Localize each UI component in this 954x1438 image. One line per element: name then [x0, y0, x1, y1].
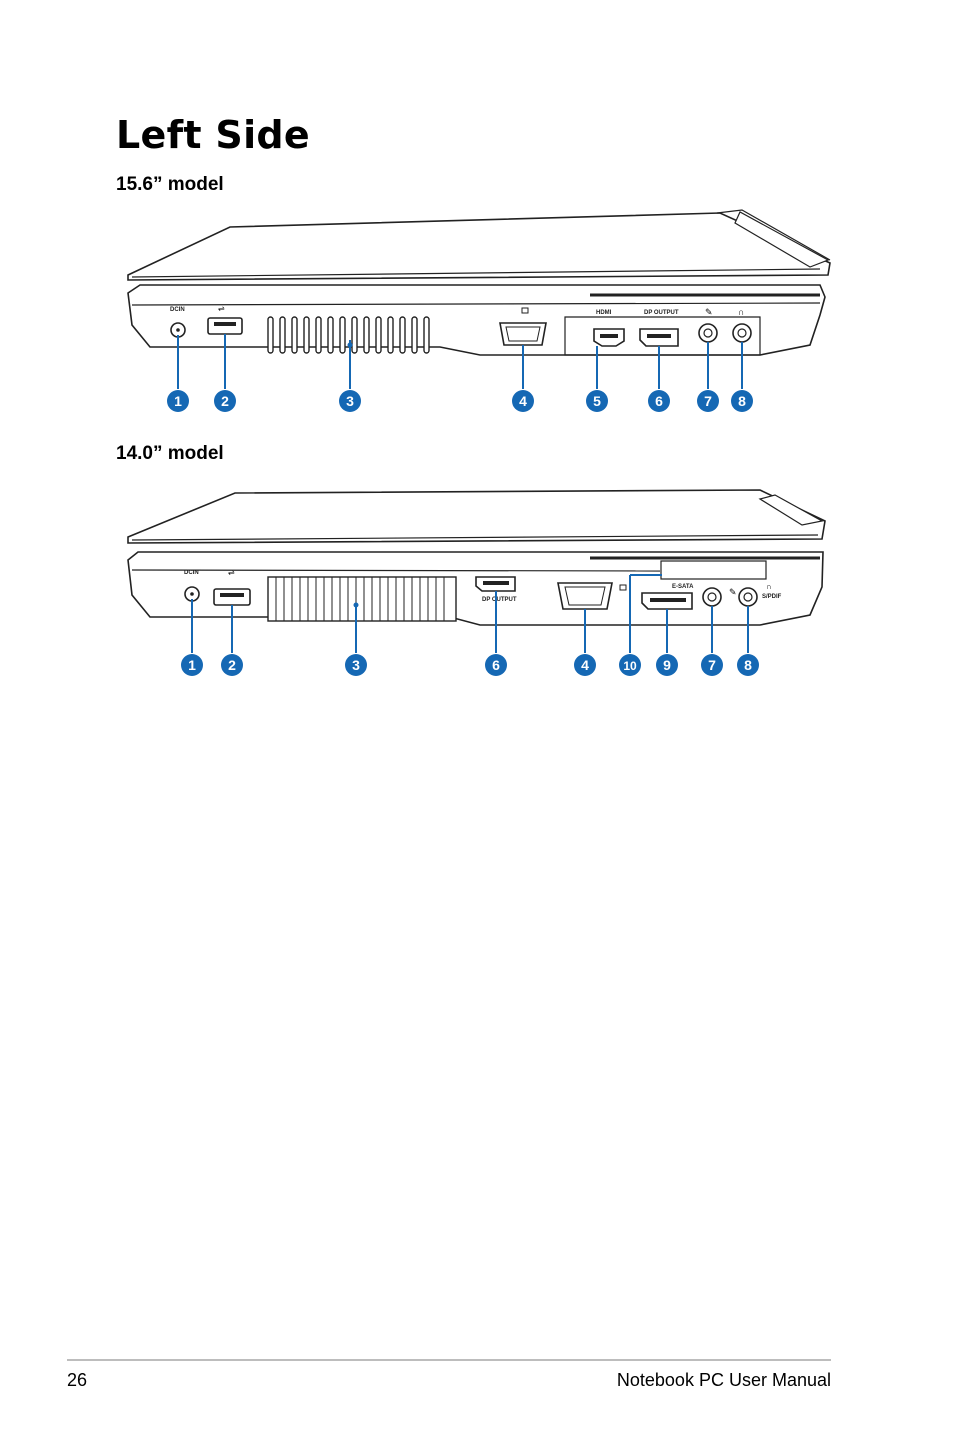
- callout-1: 1: [167, 390, 189, 412]
- displayport: [475, 576, 516, 592]
- svg-text:8: 8: [744, 657, 752, 673]
- esata-port: [641, 592, 693, 610]
- page-title: Left Side: [116, 113, 310, 157]
- callout-6: 6: [485, 654, 507, 676]
- callout-8: 8: [731, 390, 753, 412]
- footer-manual-title: Notebook PC User Manual: [616, 1370, 831, 1390]
- hdmi-label: HDMI: [596, 310, 612, 316]
- esata-label: E-SATA: [672, 584, 694, 590]
- callout-4: 4: [512, 390, 534, 412]
- dp-output-label: DP OUTPUT: [482, 597, 517, 603]
- displayport: [639, 328, 679, 347]
- dp-output-label: DP OUTPUT: [644, 310, 679, 316]
- callout-1: 1: [181, 654, 203, 676]
- usb-port: ⇌: [213, 568, 251, 606]
- page-number: 26: [67, 1370, 88, 1390]
- headphone-icon: ∩: [738, 307, 744, 317]
- svg-text:4: 4: [519, 393, 527, 409]
- spdif-label: S/PDIF: [762, 594, 782, 600]
- dcin-label: DCIN: [170, 307, 185, 313]
- callout-10: 10: [619, 654, 641, 676]
- callout-8: 8: [737, 654, 759, 676]
- model-label-14: 14.0” model: [116, 443, 224, 464]
- footer-divider: [67, 1359, 831, 1361]
- callout-5: 5: [586, 390, 608, 412]
- svg-text:5: 5: [593, 393, 601, 409]
- svg-text:7: 7: [704, 393, 712, 409]
- model-label-15: 15.6” model: [116, 174, 224, 195]
- usb-icon: ⇌: [218, 304, 225, 313]
- laptop-left-side-14-figure: DCIN ⇌ DP OUTPUT E-SAT: [127, 489, 826, 676]
- svg-text:2: 2: [228, 657, 236, 673]
- callout-7: 7: [701, 654, 723, 676]
- dcin-label: DCIN: [184, 570, 199, 576]
- svg-text:6: 6: [492, 657, 500, 673]
- svg-text:3: 3: [352, 657, 360, 673]
- callout-9: 9: [656, 654, 678, 676]
- vga-port: [557, 582, 613, 610]
- svg-text:4: 4: [581, 657, 589, 673]
- svg-text:9: 9: [663, 657, 671, 673]
- expresscard-slot: [660, 560, 767, 580]
- callout-6: 6: [648, 390, 670, 412]
- svg-text:6: 6: [655, 393, 663, 409]
- svg-text:1: 1: [188, 657, 196, 673]
- laptop-left-side-15-figure: DCIN ⇌ HDMI DP OUTPUT ✎: [127, 209, 831, 412]
- callout-2: 2: [214, 390, 236, 412]
- vga-port: [499, 322, 547, 346]
- callout-7: 7: [697, 390, 719, 412]
- svg-text:8: 8: [738, 393, 746, 409]
- usb-port: ⇌: [207, 304, 243, 335]
- svg-text:1: 1: [174, 393, 182, 409]
- svg-text:2: 2: [221, 393, 229, 409]
- microphone-icon: ✎: [705, 307, 713, 317]
- microphone-icon: ✎: [729, 587, 737, 597]
- svg-text:7: 7: [708, 657, 716, 673]
- usb-icon: ⇌: [228, 568, 235, 577]
- headphone-icon: ∩: [766, 582, 772, 591]
- callout-4: 4: [574, 654, 596, 676]
- svg-text:3: 3: [346, 393, 354, 409]
- hdmi-port: [593, 328, 625, 347]
- monitor-icon: [619, 584, 627, 591]
- callout-2: 2: [221, 654, 243, 676]
- air-vent: [267, 316, 430, 354]
- svg-text:10: 10: [623, 659, 637, 673]
- callout-3: 3: [339, 390, 361, 412]
- air-vent: [267, 576, 457, 622]
- monitor-icon: [521, 307, 529, 314]
- callout-3: 3: [345, 654, 367, 676]
